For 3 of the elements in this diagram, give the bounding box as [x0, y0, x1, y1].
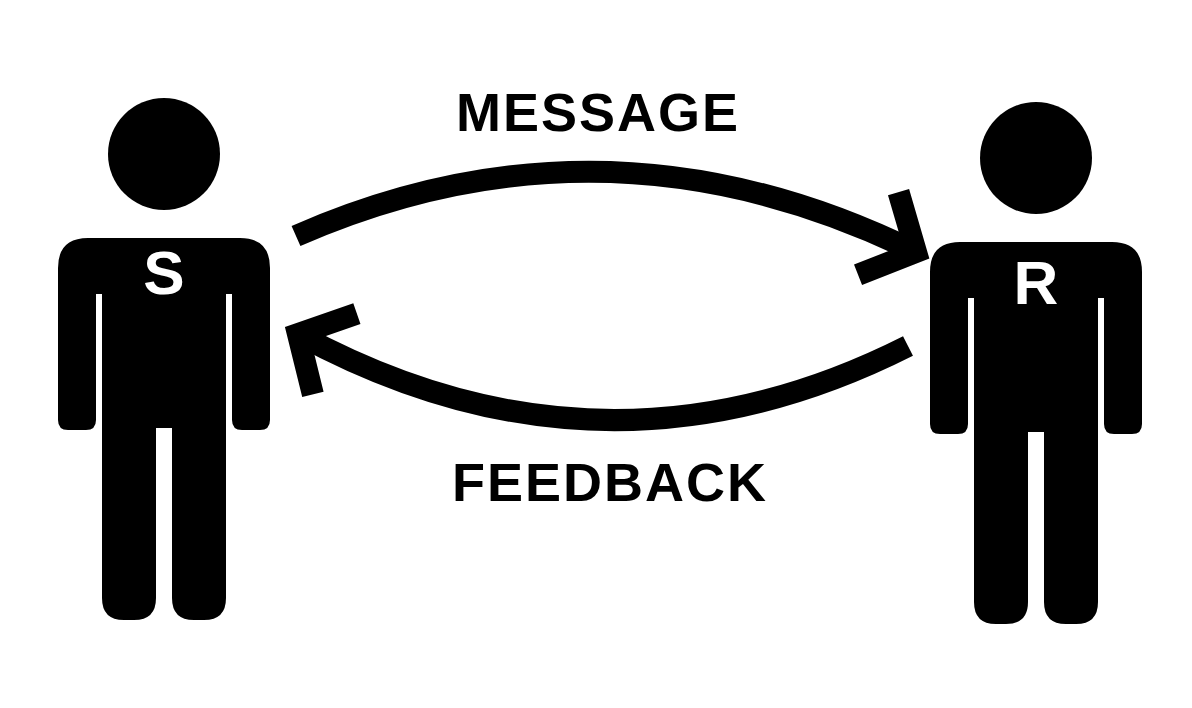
person-letter: R: [1012, 252, 1060, 314]
curved-arrow: [291, 161, 927, 288]
person-letter: S: [142, 242, 186, 304]
